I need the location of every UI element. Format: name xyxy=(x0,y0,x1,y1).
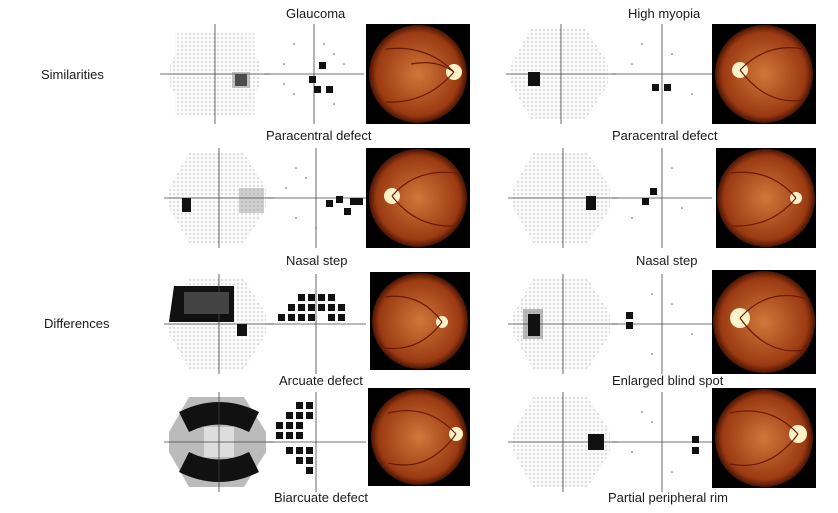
fundus-photo xyxy=(366,24,470,124)
visual-field-greyscale xyxy=(164,392,274,492)
caption-right-paracentral: Paracentral defect xyxy=(612,128,718,143)
pattern-deviation-plot xyxy=(266,148,366,248)
fundus-photo xyxy=(716,148,816,248)
visual-field-greyscale xyxy=(160,24,270,124)
pattern-deviation-plot xyxy=(266,274,366,374)
visual-field-greyscale xyxy=(506,24,616,124)
caption-left-arcuate: Arcuate defect xyxy=(279,373,363,388)
pattern-deviation-plot xyxy=(264,24,364,124)
fundus-photo xyxy=(370,272,470,370)
visual-field-greyscale xyxy=(508,392,618,492)
header-high-myopia: High myopia xyxy=(628,6,701,21)
visual-field-greyscale xyxy=(508,274,618,374)
caption-right-enlarged-blind-spot: Enlarged blind spot xyxy=(612,373,724,388)
pattern-deviation-plot xyxy=(612,392,712,492)
row-label-similarities: Similarities xyxy=(41,67,104,82)
caption-left-biarcuate: Biarcuate defect xyxy=(274,490,368,505)
row-label-differences: Differences xyxy=(44,316,110,331)
fundus-photo xyxy=(366,148,470,248)
fundus-photo xyxy=(712,388,816,488)
pattern-deviation-plot xyxy=(612,148,712,248)
visual-field-greyscale xyxy=(164,148,274,248)
visual-field-greyscale xyxy=(164,274,274,374)
caption-right-partial-rim: Partial peripheral rim xyxy=(608,490,728,505)
caption-left-nasal-step: Nasal step xyxy=(286,253,348,268)
fundus-photo xyxy=(712,24,816,124)
caption-left-paracentral: Paracentral defect xyxy=(266,128,372,143)
fundus-photo xyxy=(712,270,816,374)
pattern-deviation-plot xyxy=(612,24,712,124)
fundus-photo xyxy=(368,388,470,486)
pattern-deviation-plot xyxy=(612,274,712,374)
header-glaucoma: Glaucoma xyxy=(286,6,346,21)
visual-field-greyscale xyxy=(508,148,618,248)
pattern-deviation-plot xyxy=(266,392,366,492)
caption-right-nasal-step: Nasal step xyxy=(636,253,698,268)
